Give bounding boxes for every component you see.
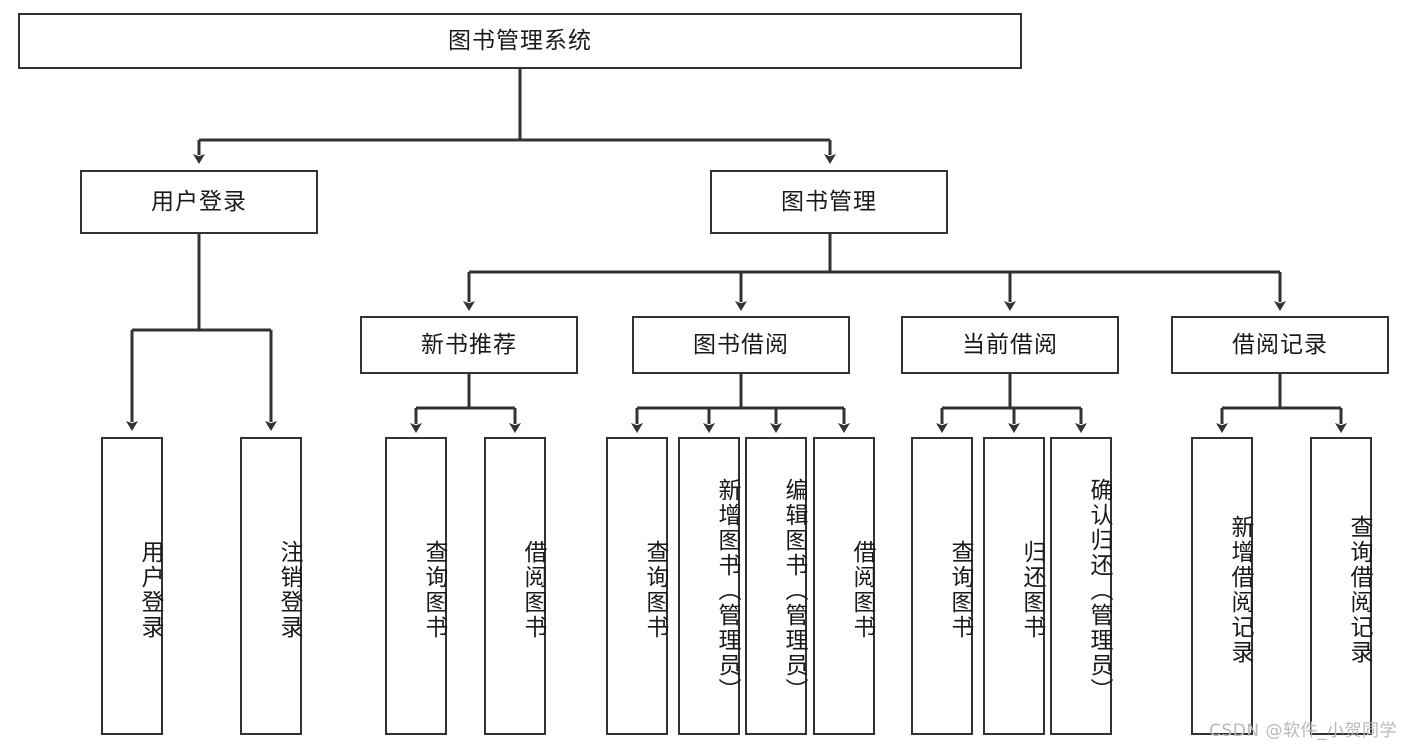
leaf-borrow-lend-book[interactable]: 借阅图书	[813, 437, 875, 735]
leaf-borrow-query-book-label: 查询图书	[642, 540, 668, 640]
leaf-current-query-book-label: 查询图书	[947, 540, 973, 640]
leaf-current-confirm-return-label: 确认归还（管理员）	[1086, 477, 1112, 703]
leaf-user-login-label: 用户登录	[137, 540, 163, 640]
node-book-borrow-label: 图书借阅	[693, 331, 789, 358]
node-book-borrow[interactable]: 图书借阅	[632, 316, 850, 374]
leaf-current-return-book[interactable]: 归还图书	[983, 437, 1045, 735]
leaf-borrow-add-book-label: 新增图书（管理员）	[714, 477, 740, 703]
leaf-new-query-book-label: 查询图书	[421, 540, 447, 640]
node-borrow-record-label: 借阅记录	[1232, 331, 1328, 358]
leaf-user-logout-label: 注销登录	[276, 540, 302, 640]
leaf-user-login[interactable]: 用户登录	[101, 437, 163, 735]
leaf-borrow-lend-book-label: 借阅图书	[849, 540, 875, 640]
leaf-user-logout[interactable]: 注销登录	[240, 437, 302, 735]
node-root-label: 图书管理系统	[448, 27, 592, 54]
node-user-login-module-label: 用户登录	[151, 188, 247, 215]
node-new-book-recommend-label: 新书推荐	[421, 331, 517, 358]
leaf-record-add-label: 新增借阅记录	[1227, 515, 1253, 665]
leaf-current-return-book-label: 归还图书	[1019, 540, 1045, 640]
node-root[interactable]: 图书管理系统	[18, 13, 1022, 69]
node-book-management-module-label: 图书管理	[781, 188, 877, 215]
node-book-management-module[interactable]: 图书管理	[710, 170, 948, 234]
node-new-book-recommend[interactable]: 新书推荐	[360, 316, 578, 374]
leaf-current-confirm-return[interactable]: 确认归还（管理员）	[1050, 437, 1112, 735]
leaf-current-query-book[interactable]: 查询图书	[911, 437, 973, 735]
leaf-new-borrow-book-label: 借阅图书	[520, 540, 546, 640]
node-user-login-module[interactable]: 用户登录	[80, 170, 318, 234]
leaf-new-query-book[interactable]: 查询图书	[385, 437, 447, 735]
leaf-record-query-label: 查询借阅记录	[1346, 515, 1372, 665]
leaf-record-query[interactable]: 查询借阅记录	[1310, 437, 1372, 735]
leaf-borrow-edit-book[interactable]: 编辑图书（管理员）	[745, 437, 807, 735]
leaf-new-borrow-book[interactable]: 借阅图书	[484, 437, 546, 735]
watermark: CSDN @软件_小贺同学	[1209, 721, 1397, 741]
leaf-borrow-edit-book-label: 编辑图书（管理员）	[781, 477, 807, 703]
leaf-borrow-add-book[interactable]: 新增图书（管理员）	[678, 437, 740, 735]
node-current-borrow[interactable]: 当前借阅	[901, 316, 1119, 374]
node-current-borrow-label: 当前借阅	[962, 331, 1058, 358]
leaf-record-add[interactable]: 新增借阅记录	[1191, 437, 1253, 735]
leaf-borrow-query-book[interactable]: 查询图书	[606, 437, 668, 735]
node-borrow-record[interactable]: 借阅记录	[1171, 316, 1389, 374]
